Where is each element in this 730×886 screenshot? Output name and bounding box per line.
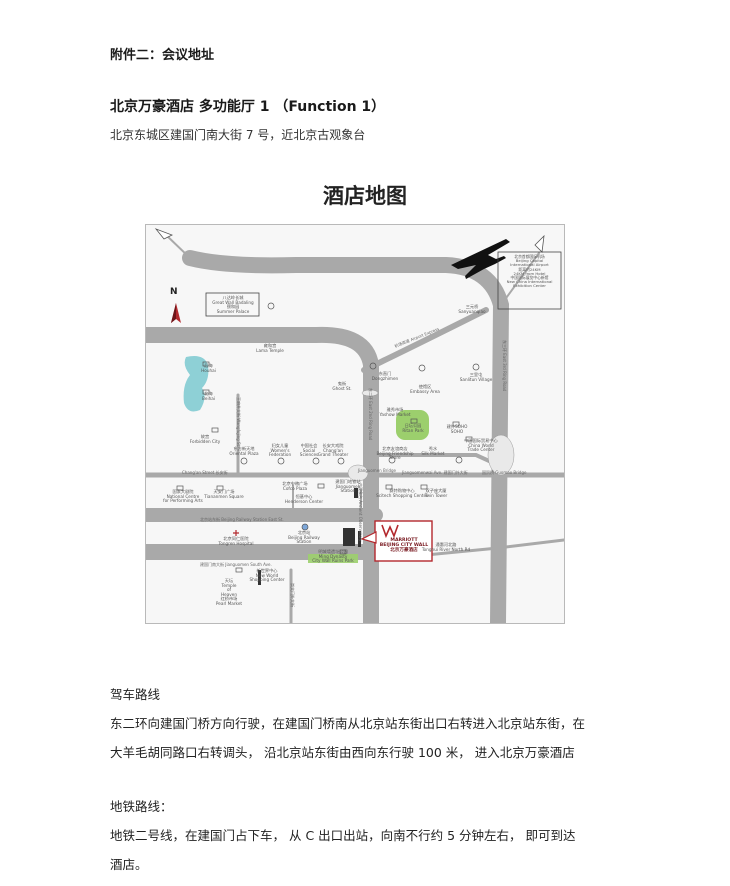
hotel-heading: 北京万豪酒店 多功能厅 1 （Function 1） xyxy=(110,99,386,115)
label-east-3rd-ring: 东三环 East 3rd Ring Road xyxy=(502,340,507,392)
driving-line-1: 东二环向建国门桥方向行驶，在建国门桥南从北京站东街出口右转进入北京站东街，在 xyxy=(110,716,586,731)
landmark-icons xyxy=(258,488,361,585)
north-label: N xyxy=(170,287,178,297)
metro-route: 地铁路线： 地铁二号线，在建国门占下车， 从 C 出口出站，向南不行约 5 分钟… xyxy=(110,792,650,879)
north-arrow xyxy=(171,303,181,323)
driving-route: 驾车路线 东二环向建国门桥方向行驶，在建国门桥南从北京站东街出口右转进入北京站东… xyxy=(110,680,650,767)
map-title: 酒店地图 xyxy=(323,184,407,208)
label-chongwenmen-st: 崇文门外大街 xyxy=(290,583,295,607)
label-changan-street: Chang'an Street 长安街 xyxy=(182,470,228,475)
metro-title: 地铁路线： xyxy=(110,799,173,814)
label-jianguomenwai-ave: Jianguomenwai Ave. 建国门外大街 xyxy=(402,470,468,475)
driving-title: 驾车路线 xyxy=(110,687,161,702)
label-jianguomen-south: 建国门南大街 Jianguomen South Ave. xyxy=(200,562,272,567)
houhai-lake xyxy=(183,356,209,412)
city-wall-park xyxy=(308,554,358,563)
annex-heading: 附件二：会议地址 xyxy=(110,48,215,63)
metro-line-1: 地铁二号线，在建国门占下车， 从 C 出口出站，向南不行约 5 分钟左右， 即可… xyxy=(110,828,576,843)
metro-line-2: 酒店。 xyxy=(110,857,148,872)
marriott-hotel-badge: MARRIOTT BEIJING CITY WALL 北京万豪酒店 xyxy=(379,538,429,554)
label-station-east-street: 北京站东街 Beijing Railway Station East St. xyxy=(200,517,284,522)
airplane-icon xyxy=(451,239,510,279)
driving-line-2: 大羊毛胡同路口右转调头， 沿北京站东街由西向东行驶 100 米， 进入北京万豪酒… xyxy=(110,745,575,760)
label-wangfujing: 王府井大街 Wangfujing St. xyxy=(236,397,241,448)
hotel-address: 北京东城区建国门南大街 7 号，近北京古观象台 xyxy=(110,128,366,142)
poi-icons xyxy=(176,302,480,573)
label-east-2nd-ring: 东二环 East 2nd Ring Road xyxy=(368,388,373,441)
label-ancient-observatory: 古观象台 Ancient Observatory xyxy=(358,483,363,542)
label-jianguomen-bridge: Jianguomen Bridge xyxy=(358,468,397,473)
ritan-park xyxy=(396,410,429,440)
map-roads xyxy=(146,228,564,623)
label-guomao-bridge: 国贸桥 Guomao Bridge xyxy=(482,470,527,475)
map-boxes xyxy=(205,251,562,562)
